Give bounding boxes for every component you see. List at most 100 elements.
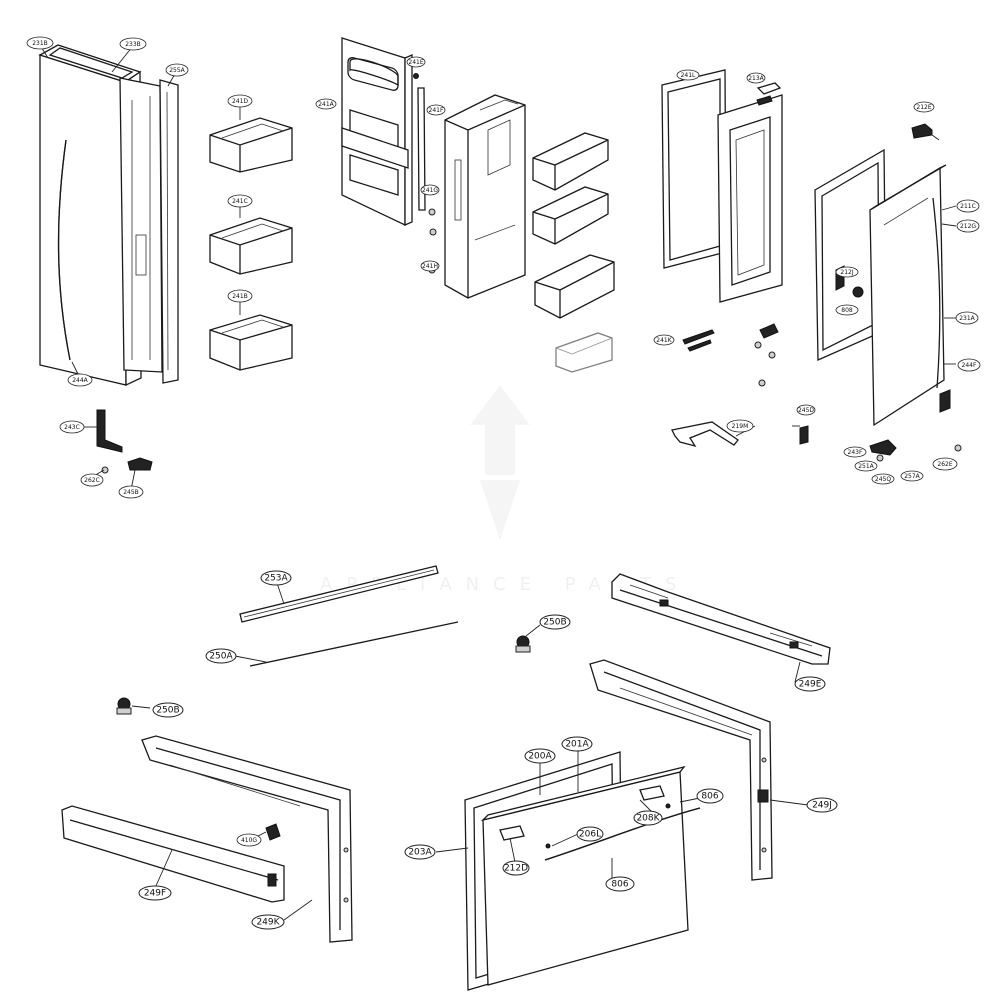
callout-text: 231B xyxy=(32,40,48,47)
callout-text: 241L xyxy=(681,72,696,79)
callout-text: 410G xyxy=(241,837,257,844)
callout-201a: 201A xyxy=(561,736,593,752)
callout-text: 249E xyxy=(799,680,822,690)
knob-250b-left xyxy=(116,697,132,715)
callout-text: 243F xyxy=(848,449,863,456)
callout-212j: 212J xyxy=(835,266,859,278)
callout-text: 212E xyxy=(916,104,931,111)
callout-241d: 241D xyxy=(227,94,253,108)
callout-249k: 249K xyxy=(251,914,285,930)
callout-text: 206L xyxy=(579,830,601,840)
callout-243c: 243C xyxy=(59,420,85,434)
door-shelf-small xyxy=(555,332,613,373)
callout-labels: 231B 233B 255A 241D 241C 241B 244A 243C 262C 245B… xyxy=(26,36,981,930)
callout-text: 253A xyxy=(264,574,288,584)
callout-241h: 241H xyxy=(420,260,440,272)
callout-241b: 241B xyxy=(227,289,253,303)
callout-213a: 213A xyxy=(746,72,766,84)
callout-text: 241A xyxy=(318,101,334,108)
callout-text: 251A xyxy=(858,463,874,470)
callout-text: 241E xyxy=(408,59,423,66)
callout-text: 212G xyxy=(960,223,976,230)
freezer-drawer-assembly xyxy=(61,565,831,991)
right-door-inner-assembly xyxy=(341,37,615,373)
door-shelf-1 xyxy=(532,132,609,191)
callout-text: 245D xyxy=(798,407,814,414)
callout-262e: 262E xyxy=(932,457,958,471)
knob-250b-right xyxy=(515,635,531,653)
left-door-assembly xyxy=(38,44,293,474)
callout-text: 241H xyxy=(422,263,438,270)
callout-241f: 241F xyxy=(426,104,446,116)
callout-203a: 203A xyxy=(404,844,436,860)
callout-241c: 241C xyxy=(227,194,253,208)
callout-text: 201A xyxy=(565,740,589,750)
callout-244a: 244A xyxy=(67,373,93,387)
callout-text: 213A xyxy=(748,75,764,82)
door-bin-middle xyxy=(209,217,293,275)
callout-text: 241F xyxy=(429,107,444,114)
callout-212e: 212E xyxy=(913,101,935,113)
callout-text: 257A xyxy=(904,473,920,480)
callout-text: 211C xyxy=(960,203,976,210)
callout-text: 241G xyxy=(422,187,438,194)
callout-250b: 250B xyxy=(539,614,571,630)
callout-251a: 251A xyxy=(854,460,878,472)
callout-250b: 250B xyxy=(152,702,184,718)
callout-245b: 245B xyxy=(118,485,144,499)
callout-253a: 253A xyxy=(260,570,292,586)
callout-text: 212J xyxy=(840,269,853,276)
callout-text: 208K xyxy=(636,814,660,824)
callout-255a: 255A xyxy=(165,63,189,77)
callout-text: 241K xyxy=(656,337,672,344)
callout-241e: 241E xyxy=(406,56,426,68)
callout-text: 231A xyxy=(959,315,975,322)
callout-241k: 241K xyxy=(653,334,675,346)
callout-text: 806 xyxy=(701,792,718,802)
callout-text: 245B xyxy=(123,489,139,496)
callout-text: 241D xyxy=(232,98,248,105)
callout-233b: 233B xyxy=(119,37,147,51)
callout-text: 241C xyxy=(232,198,248,205)
callout-text: 250B xyxy=(156,706,179,716)
callout-text: 243C xyxy=(64,424,80,431)
callout-text: 244A xyxy=(72,377,88,384)
callout-text: 250A xyxy=(209,652,233,662)
callout-262c: 262C xyxy=(80,473,104,487)
callout-text: 219M xyxy=(732,423,749,430)
right-door-assembly xyxy=(661,69,962,462)
callout-245d: 245D xyxy=(796,404,816,416)
watermark: APPLIANCE PARTS xyxy=(320,385,676,595)
callout-text: 806 xyxy=(611,880,628,890)
callout-212g: 212G xyxy=(956,219,980,233)
callout-206l: 206L xyxy=(576,826,604,842)
callout-257a: 257A xyxy=(900,470,924,482)
callout-208k: 208K xyxy=(633,810,663,826)
door-shelf-3 xyxy=(534,254,615,319)
callout-808: 808 xyxy=(835,304,859,316)
callout-250a: 250A xyxy=(205,648,237,664)
callout-211c: 211C xyxy=(956,199,980,213)
callout-219m: 219M xyxy=(726,419,754,433)
callout-241g: 241G xyxy=(420,184,440,196)
callout-text: 250B xyxy=(543,618,566,628)
callout-text: 241B xyxy=(232,293,248,300)
callout-245q: 245Q xyxy=(871,473,895,485)
callout-text: 249J xyxy=(812,801,832,811)
callout-text: 808 xyxy=(841,307,853,314)
callout-249j: 249J xyxy=(806,797,838,813)
callout-241l: 241L xyxy=(676,69,700,81)
door-bin-lower xyxy=(209,314,293,371)
callout-231b: 231B xyxy=(26,36,54,50)
callout-text: 245Q xyxy=(875,476,891,483)
callout-249f: 249F xyxy=(138,885,172,901)
callout-text: 203A xyxy=(408,848,432,858)
callout-text: 249K xyxy=(256,918,280,928)
callout-text: 255A xyxy=(169,67,185,74)
callout-200a: 200A xyxy=(524,748,556,764)
callout-212d: 212D xyxy=(502,860,530,876)
callout-text: 249F xyxy=(144,889,166,899)
callout-806: 806 xyxy=(605,876,635,892)
